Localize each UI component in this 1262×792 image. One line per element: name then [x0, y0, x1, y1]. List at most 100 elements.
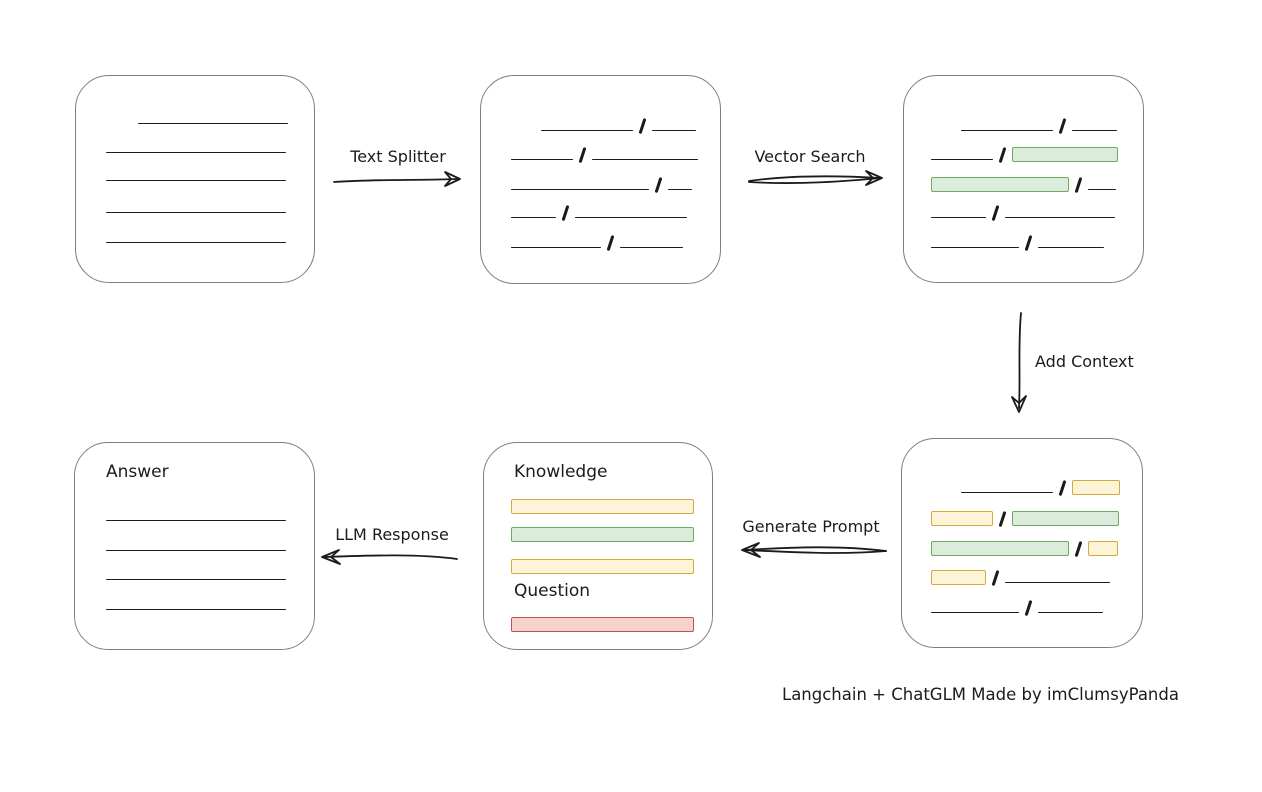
line-segment [1087, 189, 1116, 190]
green-highlight [931, 541, 1069, 556]
text-row [106, 507, 286, 524]
slash-separator [578, 146, 587, 164]
yellow-highlight [511, 499, 694, 514]
vector-search-arrow [748, 170, 883, 186]
slash-separator [1024, 234, 1033, 252]
text-row [511, 176, 692, 194]
line-segment [1071, 130, 1117, 131]
text-row [931, 234, 1104, 252]
line-segment [1037, 247, 1104, 248]
yellow-highlight [1071, 480, 1120, 495]
caption-text: Langchain + ChatGLM Made by imClumsyPand… [782, 685, 1179, 704]
line-segment [106, 212, 286, 213]
text-row [961, 117, 1117, 135]
slash-separator [1074, 176, 1083, 194]
text-row [931, 510, 1119, 528]
yellow-highlight [511, 559, 694, 574]
line-segment [106, 550, 286, 551]
add-context-arrow [1011, 312, 1027, 413]
text-row [106, 537, 286, 554]
text-row [511, 204, 687, 222]
slash-separator [1058, 117, 1067, 135]
vector-search-label: Vector Search [754, 147, 866, 166]
text-row [961, 479, 1120, 497]
text-row [106, 566, 286, 583]
text-row [931, 599, 1103, 617]
slash-separator [998, 510, 1007, 528]
line-segment [961, 130, 1053, 131]
line-segment [667, 189, 692, 190]
text-row [931, 204, 1115, 222]
text-row [931, 146, 1118, 164]
line-segment [106, 152, 286, 153]
yellow-highlight [1087, 541, 1118, 556]
line-segment [931, 247, 1019, 248]
text-row [931, 176, 1116, 194]
text-row [511, 498, 694, 515]
line-segment [106, 579, 286, 580]
text-row [541, 117, 696, 135]
source-document-box [75, 75, 315, 283]
slash-separator [991, 569, 1000, 587]
line-segment [138, 123, 288, 124]
text-row [931, 540, 1118, 558]
generate-prompt-arrow [741, 542, 887, 558]
generate-prompt-label: Generate Prompt [742, 517, 880, 536]
line-segment [619, 247, 683, 248]
line-segment [961, 492, 1053, 493]
context-chunks-box [901, 438, 1143, 648]
line-segment [1004, 217, 1115, 218]
text-row [511, 146, 698, 164]
answer-box: Answer [74, 442, 315, 650]
slash-separator [1074, 540, 1083, 558]
line-segment [511, 217, 556, 218]
green-highlight [1011, 147, 1118, 162]
green-highlight [511, 527, 694, 542]
line-segment [651, 130, 696, 131]
text-row [511, 526, 694, 543]
slash-separator [1024, 599, 1033, 617]
text-row [511, 558, 694, 575]
line-segment [591, 159, 698, 160]
line-segment [106, 242, 286, 243]
line-segment [106, 520, 286, 521]
add-context-label: Add Context [1035, 352, 1134, 371]
split-chunks-box [480, 75, 721, 284]
prompt-box: Knowledge Question [483, 442, 713, 650]
text-splitter-label: Text Splitter [350, 147, 446, 166]
text-row [511, 616, 694, 633]
text-row [106, 596, 286, 613]
line-segment [931, 159, 993, 160]
line-segment [511, 159, 573, 160]
yellow-highlight [931, 570, 986, 585]
llm-response-label: LLM Response [335, 525, 449, 544]
text-row [931, 569, 1110, 587]
line-segment [1004, 582, 1110, 583]
line-segment [541, 130, 633, 131]
knowledge-label: Knowledge [514, 462, 608, 482]
slash-separator [1058, 479, 1067, 497]
green-highlight [1011, 511, 1119, 526]
line-segment [511, 189, 649, 190]
slash-separator [606, 234, 615, 252]
line-segment [106, 609, 286, 610]
question-label: Question [514, 581, 591, 601]
slash-separator [654, 176, 663, 194]
slash-separator [638, 117, 647, 135]
line-segment [931, 217, 986, 218]
line-segment [511, 247, 601, 248]
text-row [138, 110, 288, 127]
red-highlight [511, 617, 694, 632]
answer-label: Answer [106, 462, 169, 482]
green-highlight [931, 177, 1069, 192]
llm-response-arrow [321, 549, 458, 565]
text-row [106, 139, 286, 156]
slash-separator [991, 204, 1000, 222]
slash-separator [561, 204, 570, 222]
line-segment [574, 217, 687, 218]
vector-search-result-box [903, 75, 1144, 283]
text-row [511, 234, 683, 252]
text-row [106, 199, 286, 216]
line-segment [931, 612, 1019, 613]
